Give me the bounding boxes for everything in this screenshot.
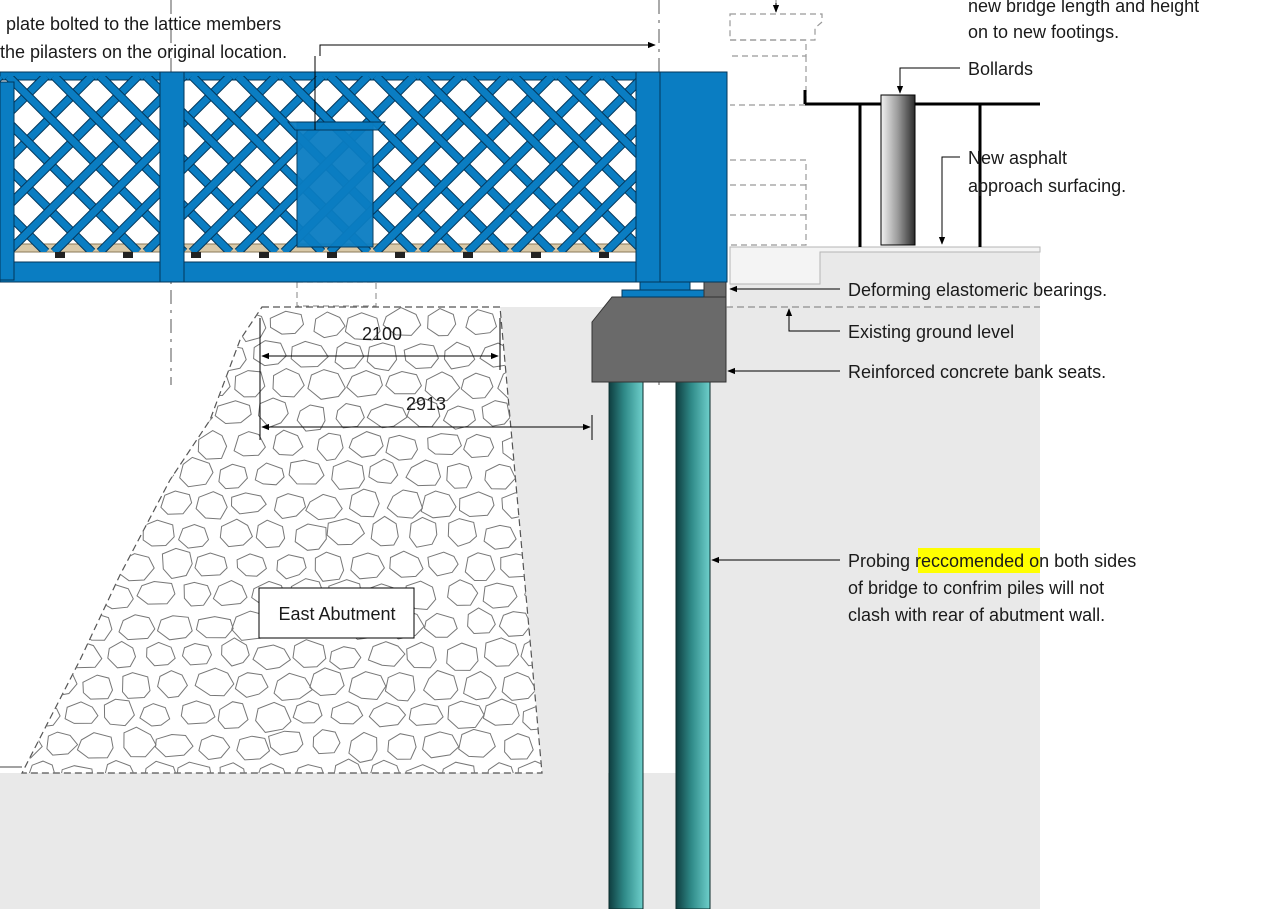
svg-text:the pilasters on the original: the pilasters on the original location. [0, 42, 287, 62]
svg-text:clash with rear of abutment wa: clash with rear of abutment wall. [848, 605, 1105, 625]
highlight-mark [918, 548, 1040, 573]
note-ground-level: Existing ground level [848, 322, 1014, 342]
piles [608, 381, 711, 909]
svg-text:Probing reccomended on both si: Probing reccomended on both sides [848, 551, 1136, 571]
svg-text:New asphalt: New asphalt [968, 148, 1067, 168]
svg-text:2913: 2913 [406, 394, 446, 414]
svg-text:approach surfacing.: approach surfacing. [968, 176, 1126, 196]
lattice-girder [0, 71, 728, 283]
elastomeric-bearings [621, 281, 727, 298]
original-pilaster-right [729, 0, 823, 246]
note-probing: Probing reccomended on both sides of bri… [848, 548, 1136, 625]
svg-text:East Abutment: East Abutment [278, 604, 395, 624]
svg-text:of bridge to confrim piles wil: of bridge to confrim piles will not [848, 578, 1104, 598]
dimension-2913: 2913 [259, 370, 593, 440]
leader-lines [314, 41, 960, 564]
note-top-right: new bridge length and height on to new f… [968, 0, 1199, 42]
note-bearings: Deforming elastomeric bearings. [848, 280, 1107, 300]
east-abutment-label: East Abutment [258, 587, 415, 639]
bank-seat [591, 296, 727, 383]
dimension-2100: 2100 [259, 318, 501, 370]
note-asphalt: New asphalt approach surfacing. [968, 148, 1126, 196]
svg-text:on to new footings.: on to new footings. [968, 22, 1119, 42]
svg-text:2100: 2100 [362, 324, 402, 344]
svg-text:new bridge length and height: new bridge length and height [968, 0, 1199, 16]
original-pilaster-left [296, 281, 377, 307]
bollard-railing [803, 90, 1040, 247]
note-bollards: Bollards [968, 59, 1033, 79]
approach-surfacing [729, 246, 1041, 285]
east-abutment [21, 306, 543, 774]
svg-text:plate bolted to the lattice me: plate bolted to the lattice members [6, 14, 281, 34]
bollard [880, 94, 916, 246]
note-top-left: plate bolted to the lattice members the … [0, 14, 287, 62]
note-bank-seats: Reinforced concrete bank seats. [848, 362, 1106, 382]
